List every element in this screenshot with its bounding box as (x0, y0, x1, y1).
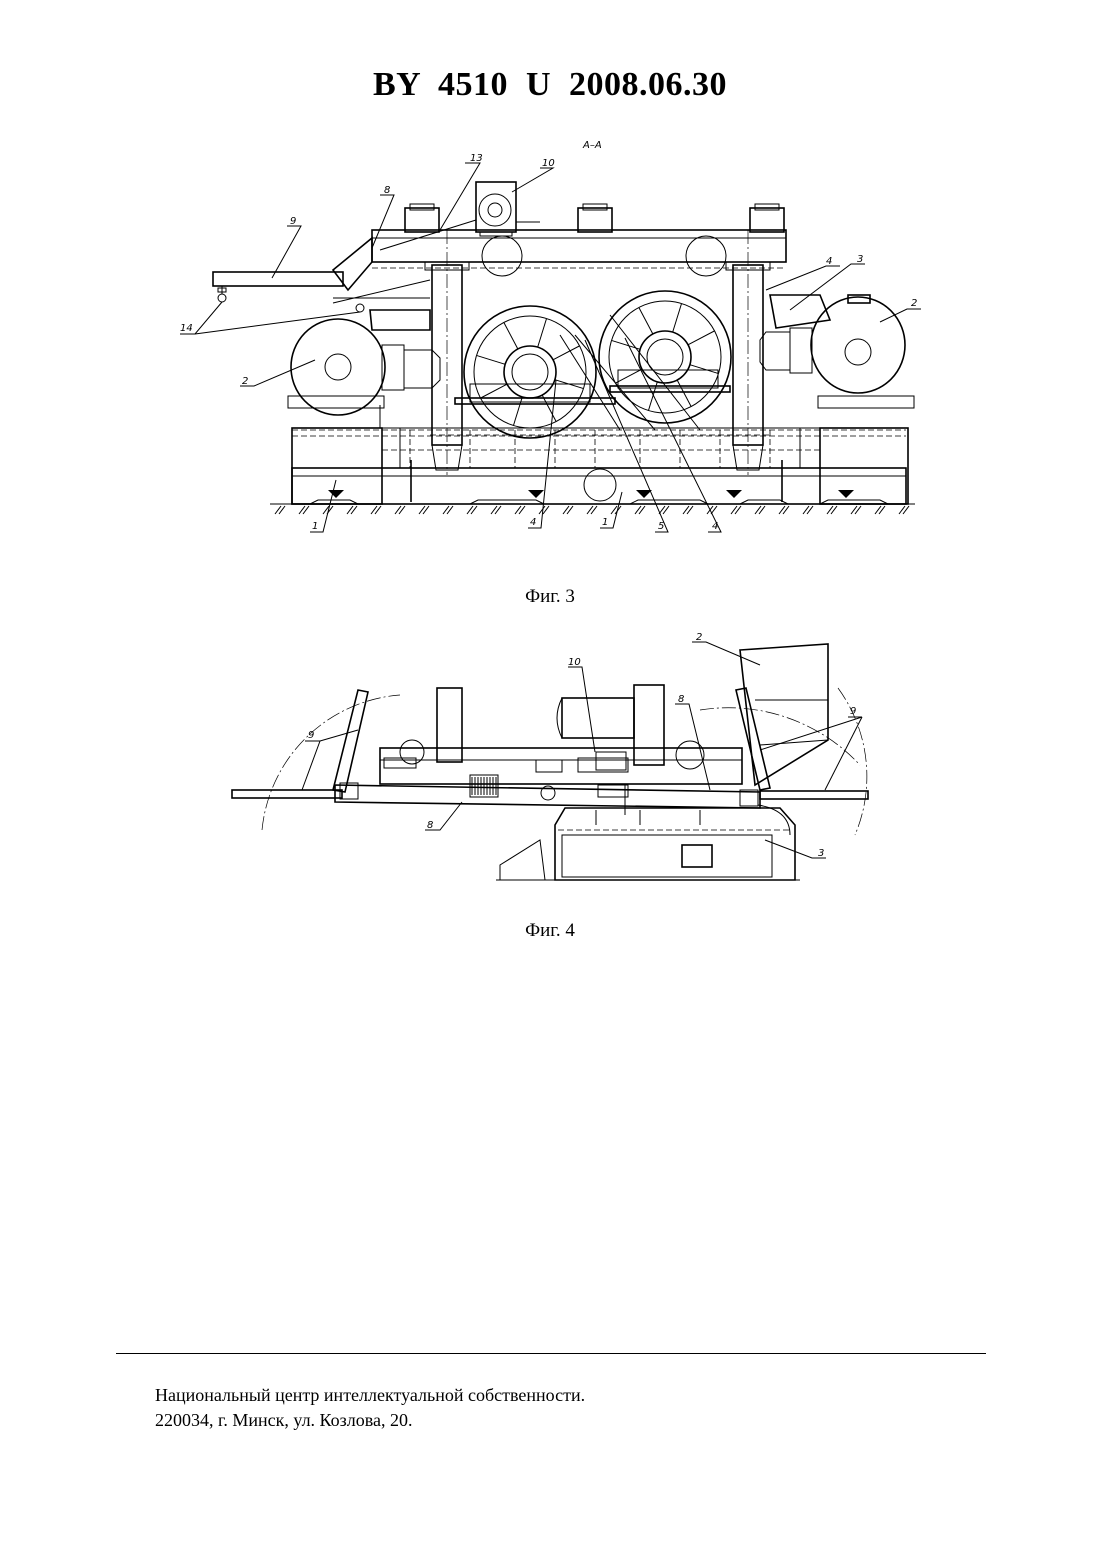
callout-4-right-drum: 4 (712, 521, 718, 532)
figure-4-caption: Фиг. 4 (0, 920, 1100, 942)
callout-9-left: 9 (308, 730, 314, 741)
callout-8-top: 8 (678, 694, 684, 705)
callout-3: 3 (857, 254, 863, 265)
callout-4-left-drum: 4 (530, 517, 536, 528)
callout-8-bottom: 8 (427, 820, 433, 831)
callout-3: 3 (818, 848, 824, 859)
callout-2-left: 2 (242, 376, 248, 387)
callout-9-right: 9 (850, 706, 856, 717)
figure-4-drawing: 2 10 8 9 9 8 3 (0, 630, 1100, 900)
footer-publisher: Национальный центр интеллектуальной собс… (155, 1383, 585, 1433)
callout-10: 10 (568, 657, 581, 668)
footer-line-2: 220034, г. Минск, ул. Козлова, 20. (155, 1408, 585, 1433)
figure-3-caption: Фиг. 3 (0, 586, 1100, 608)
callout-4-top: 4 (826, 256, 832, 267)
callout-9: 9 (290, 216, 296, 227)
callout-2-right: 2 (911, 298, 917, 309)
callout-1-right: 1 (602, 517, 608, 528)
callout-10: 10 (542, 158, 555, 169)
section-label: А–А (582, 140, 602, 151)
callout-8: 8 (384, 185, 390, 196)
footer-line-1: Национальный центр интеллектуальной собс… (155, 1383, 585, 1408)
callout-2: 2 (696, 632, 702, 643)
callout-14: 14 (180, 323, 193, 334)
callout-1-left: 1 (312, 521, 318, 532)
footer-divider (116, 1353, 986, 1354)
callout-5: 5 (658, 521, 664, 532)
figure-3-drawing: А–А (0, 130, 1100, 550)
document-number-header: BY 4510 U 2008.06.30 (0, 66, 1100, 104)
callout-13: 13 (470, 153, 483, 164)
